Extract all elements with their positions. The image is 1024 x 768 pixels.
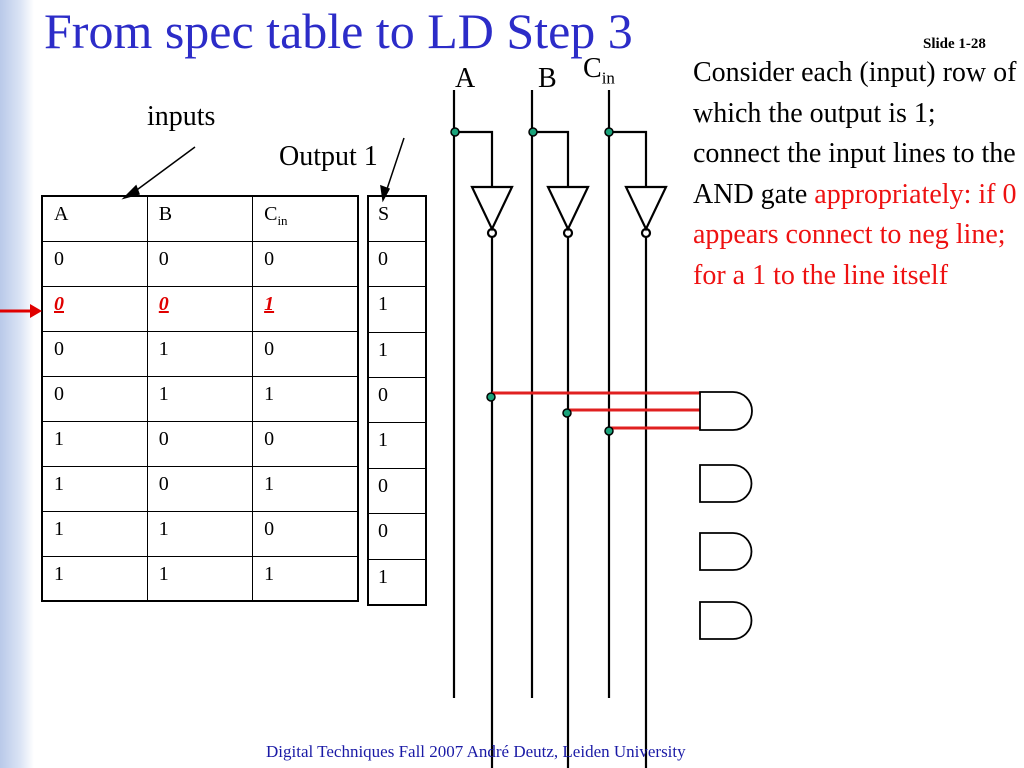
output-cell: 0 [367,377,427,424]
output-cell: 0 [367,467,427,515]
spec-cell: 0 [252,330,359,377]
line-label-cin: Cin [583,53,615,89]
line-label-b: B [538,63,557,94]
tap-b [532,130,570,187]
spec-cell: 0 [146,285,254,332]
explanation-text: Consider each (input) row of which the o… [693,53,1023,296]
spec-header-cin-main: C [264,203,278,225]
output-label: Output 1 [279,141,378,172]
and-gate-1 [699,391,753,431]
node-not-a-and1 [486,392,496,402]
spec-cell: 1 [41,420,148,467]
tap-cin [609,130,648,187]
node-cin-and1 [604,426,614,436]
spec-cell: 0 [252,240,359,287]
output-table-row: 1 [367,286,427,333]
explanation-black: Consider each (input) row of which the o… [693,57,1017,210]
spec-cell: 1 [252,375,359,422]
spec-table-header-row: A B Cin [41,195,359,242]
output-table-row: 1 [367,558,427,606]
output-table-row: 0 [367,377,427,424]
tap-a [454,130,494,187]
spec-header-a: A [41,195,148,242]
output-cell: 0 [367,240,427,288]
spec-header-b: B [146,195,254,242]
inputs-label: inputs [147,101,216,132]
spec-cell: 0 [252,510,359,557]
output-header-s: S [367,195,427,242]
output-table-row: 0 [367,240,427,288]
and-gate-4 [699,601,753,640]
spec-cell: 0 [41,330,148,377]
line-label-cin-main: C [583,53,602,84]
output-pointer-arrow [384,137,405,196]
node-a-tap [450,127,460,137]
and-gate-2 [699,464,753,503]
line-label-a: A [455,63,476,94]
explanation-red: appropriately: if 0 appears connect to n… [693,178,1017,291]
footer-text: Digital Techniques Fall 2007 André Deutz… [266,742,686,761]
node-not-b-and1 [562,408,572,418]
spec-cell: 0 [41,240,148,287]
spec-cell: 1 [146,330,254,377]
spec-cell: 1 [41,465,148,512]
node-cin-tap [604,127,614,137]
inputs-pointer-arrow [129,146,196,196]
and-gate-3 [699,532,753,571]
inverter-a [470,185,514,232]
spec-cell: 1 [252,555,359,602]
spec-header-cin-sub: in [277,213,288,228]
side-decoration-band [0,0,34,768]
output-cell: 0 [367,513,427,560]
output-table-row: 0 [367,467,427,515]
output-cell: 1 [367,558,427,606]
output-table-header-row: S [367,195,427,242]
line-label-cin-sub: in [601,68,615,88]
inverter-cin [624,185,668,232]
spec-cell: 0 [41,285,148,332]
row-highlight-arrow [0,304,42,318]
output-table-row: 0 [367,513,427,560]
spec-cell: 1 [146,555,254,602]
inverter-b [546,185,590,232]
output-cell: 1 [367,286,427,333]
slide-number: Slide 1-28 [923,36,986,52]
spec-cell: 1 [41,510,148,557]
spec-cell: 0 [146,240,254,287]
inputs-arrowhead [121,184,140,200]
output-table-row: 1 [367,422,427,469]
spec-cell: 0 [252,420,359,467]
node-b-tap [528,127,538,137]
spec-cell: 1 [41,555,148,602]
spec-cell: 0 [41,375,148,422]
spec-header-cin: Cin [252,195,359,242]
output-cell: 1 [367,422,427,469]
spec-cell: 1 [252,285,359,332]
output-arrowhead [380,184,391,203]
slide-title: From spec table to LD Step 3 [44,3,633,59]
